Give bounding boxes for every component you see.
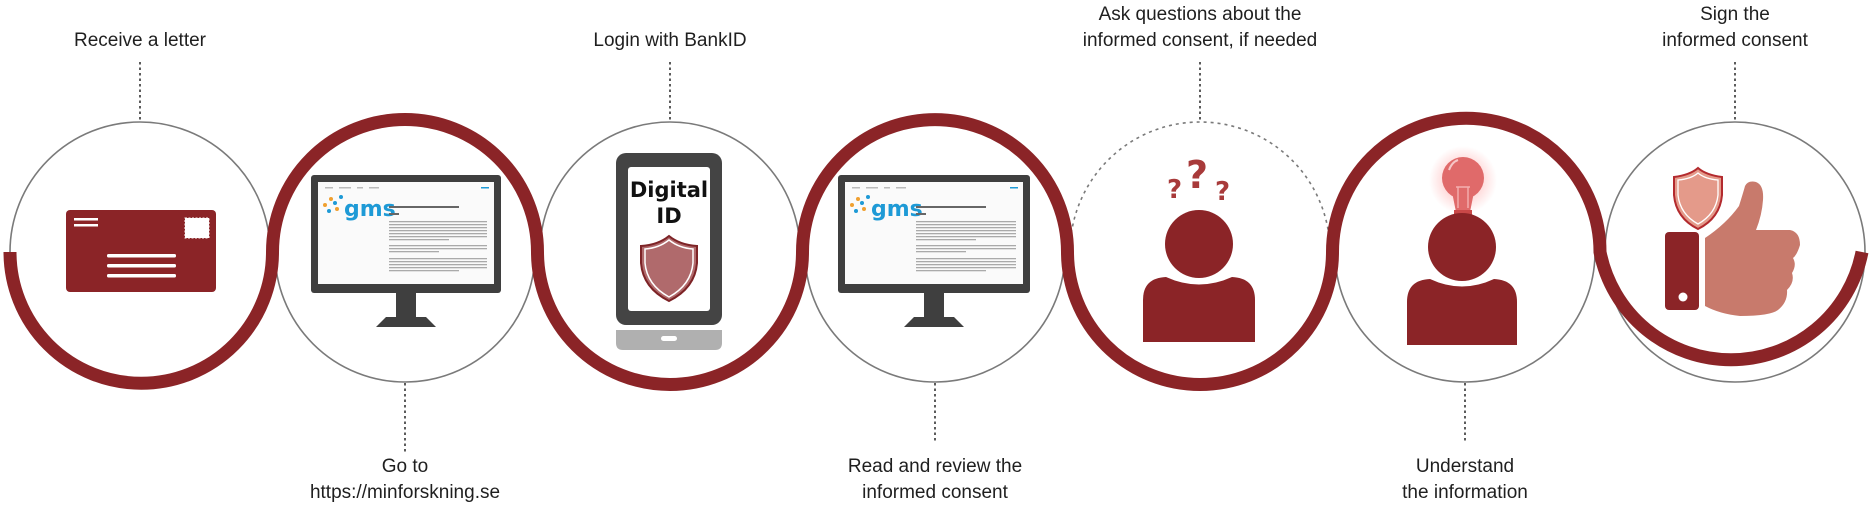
step-6-label-line-1: Understand [1415,456,1515,477]
step-1-label: Receive a letter [0,28,310,54]
thumbs-up-shield-icon [1665,166,1800,316]
phone-screen-line-2: ID [656,204,681,228]
monitor-gms-website-icon: gms [311,175,501,327]
step-5-label: Ask questions about the informed consent… [1030,2,1370,54]
step-3-label: Login with BankID [500,28,840,54]
process-path-line [3,111,1869,391]
svg-text:gms: gms [344,197,396,222]
person-lightbulb-icon [1407,146,1517,345]
step-3-label-line-1: Login with BankID [593,30,747,51]
lightbulb-icon [1442,157,1484,216]
step-7-label-line-2: informed consent [1662,30,1808,51]
smartphone-digital-id-icon: Digital ID [616,153,722,350]
step-6-label-line-2: the information [1402,482,1528,503]
question-marks-icon: ? ? ? [1167,153,1230,207]
step-7-label: Sign the informed consent [1565,2,1871,54]
step-7-label-line-1: Sign the [1700,4,1770,25]
step-5-label-line-2: informed consent, if needed [1082,30,1318,51]
svg-text:?: ? [1167,175,1182,205]
envelope-icon [66,210,216,292]
step-2-label-line-2: https://minforskning.se [309,482,501,503]
step-2-label-line-1: Go to [381,456,429,477]
shield-icon [640,234,698,303]
step-4-label-line-1: Read and review the [847,456,1023,477]
connector-lines [139,62,1736,452]
person-question-marks-icon: ? ? ? [1143,153,1255,342]
step-6-label: Understand the information [1295,454,1635,506]
svg-text:?: ? [1186,153,1208,197]
phone-screen-line-1: Digital [630,178,708,202]
step-4-label-line-2: informed consent [862,482,1008,503]
shield-icon [1673,166,1723,231]
step-1-label-line-1: Receive a letter [73,30,206,51]
step-5-label-line-1: Ask questions about the [1098,4,1302,25]
thumb-hand [1705,181,1800,316]
step-4-label: Read and review the informed consent [765,454,1105,506]
monitor-gms-website-icon: gms [838,175,1030,327]
sleeve-cuff [1665,232,1699,310]
svg-text:gms: gms [871,197,923,222]
svg-text:?: ? [1215,177,1230,207]
step-2-label: Go to https://minforskning.se [235,454,575,506]
